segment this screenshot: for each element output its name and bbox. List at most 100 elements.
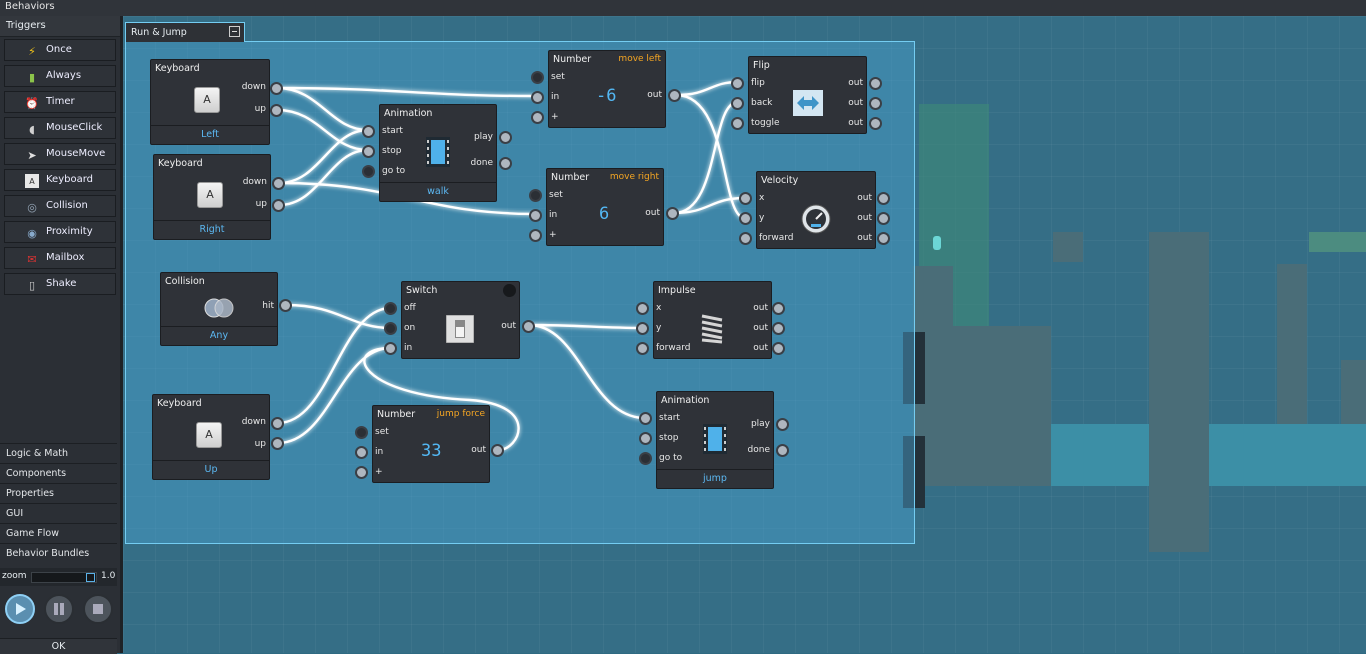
- triggers-header[interactable]: Triggers: [0, 16, 120, 37]
- category-gui[interactable]: GUI: [0, 503, 117, 522]
- output-port[interactable]: [270, 104, 283, 117]
- input-port[interactable]: [529, 209, 542, 222]
- number-jump-force-node[interactable]: Number jump force set in + 33 out: [372, 405, 490, 483]
- output-port[interactable]: [666, 207, 679, 220]
- keyboard-up-node[interactable]: Keyboard down up A Up: [152, 394, 270, 480]
- trigger-item-shake[interactable]: ▯Shake: [4, 273, 116, 295]
- input-port[interactable]: [639, 432, 652, 445]
- input-port[interactable]: [636, 342, 649, 355]
- output-port[interactable]: [522, 320, 535, 333]
- input-port[interactable]: [384, 302, 397, 315]
- stop-button[interactable]: [83, 594, 113, 624]
- output-port[interactable]: [491, 444, 504, 457]
- input-port[interactable]: [731, 77, 744, 90]
- output-port[interactable]: [869, 97, 882, 110]
- output-port[interactable]: [271, 437, 284, 450]
- velocity-node[interactable]: Velocity x y forward out out out: [756, 171, 876, 249]
- ok-button[interactable]: OK: [0, 638, 117, 654]
- collision-node[interactable]: Collision hit Any: [160, 272, 278, 346]
- zoom-slider-handle[interactable]: [86, 573, 95, 582]
- input-port[interactable]: [362, 165, 375, 178]
- node-footer[interactable]: jump: [703, 473, 727, 484]
- output-port[interactable]: [272, 199, 285, 212]
- node-footer[interactable]: walk: [427, 186, 449, 197]
- number-value[interactable]: -6: [596, 86, 617, 106]
- impulse-node[interactable]: Impulse x y forward out out out: [653, 281, 772, 359]
- behaviors-menu[interactable]: Behaviors: [5, 1, 55, 12]
- output-port[interactable]: [499, 157, 512, 170]
- output-port[interactable]: [776, 444, 789, 457]
- trigger-item-mouseclick[interactable]: ◖MouseClick: [4, 117, 116, 139]
- input-port[interactable]: [636, 302, 649, 315]
- output-port[interactable]: [499, 131, 512, 144]
- number-move-right-node[interactable]: Number move right set in + 6 out: [546, 168, 664, 246]
- output-port[interactable]: [869, 77, 882, 90]
- input-port[interactable]: [529, 189, 542, 202]
- input-port[interactable]: [384, 342, 397, 355]
- output-port[interactable]: [877, 192, 890, 205]
- output-port[interactable]: [271, 417, 284, 430]
- input-port[interactable]: [355, 446, 368, 459]
- number-value[interactable]: 33: [421, 441, 442, 461]
- input-port[interactable]: [531, 111, 544, 124]
- zoom-slider[interactable]: [31, 572, 97, 583]
- input-port[interactable]: [384, 322, 397, 335]
- output-port[interactable]: [877, 232, 890, 245]
- node-footer[interactable]: Right: [199, 224, 225, 235]
- node-tag[interactable]: move right: [609, 172, 659, 182]
- play-button[interactable]: [5, 594, 35, 624]
- output-port[interactable]: [270, 82, 283, 95]
- graph-tab[interactable]: Run & Jump: [125, 22, 245, 42]
- output-port[interactable]: [772, 302, 785, 315]
- output-port[interactable]: [772, 342, 785, 355]
- input-port[interactable]: [362, 125, 375, 138]
- category-components[interactable]: Components: [0, 463, 117, 482]
- input-port[interactable]: [529, 229, 542, 242]
- flip-node[interactable]: Flip flip back toggle out out out: [748, 56, 867, 134]
- node-footer[interactable]: Up: [204, 464, 218, 475]
- input-port[interactable]: [531, 71, 544, 84]
- input-port[interactable]: [739, 192, 752, 205]
- input-port[interactable]: [739, 212, 752, 225]
- category-behavior-bundles[interactable]: Behavior Bundles: [0, 543, 117, 562]
- input-port[interactable]: [362, 145, 375, 158]
- node-tag[interactable]: move left: [618, 54, 661, 64]
- input-port[interactable]: [739, 232, 752, 245]
- input-port[interactable]: [355, 426, 368, 439]
- category-game-flow[interactable]: Game Flow: [0, 523, 117, 542]
- output-port[interactable]: [869, 117, 882, 130]
- input-port[interactable]: [639, 452, 652, 465]
- category-logic-math[interactable]: Logic & Math: [0, 443, 117, 462]
- keyboard-left-node[interactable]: Keyboard down up A Left: [150, 59, 270, 145]
- node-footer[interactable]: Any: [209, 330, 229, 341]
- trigger-item-once[interactable]: ⚡Once: [4, 39, 116, 61]
- trigger-item-timer[interactable]: ⏰Timer: [4, 91, 116, 113]
- input-port[interactable]: [731, 117, 744, 130]
- node-footer[interactable]: Left: [201, 129, 219, 140]
- output-port[interactable]: [772, 322, 785, 335]
- trigger-item-mailbox[interactable]: ✉Mailbox: [4, 247, 116, 269]
- output-port[interactable]: [272, 177, 285, 190]
- trigger-item-always[interactable]: ▮Always: [4, 65, 116, 87]
- input-port[interactable]: [531, 91, 544, 104]
- pause-button[interactable]: [44, 594, 74, 624]
- output-port[interactable]: [877, 212, 890, 225]
- switch-node[interactable]: Switch off on in out: [401, 281, 520, 359]
- category-properties[interactable]: Properties: [0, 483, 117, 502]
- animation-walk-node[interactable]: Animation start stop go to play done wal…: [379, 104, 497, 202]
- input-port[interactable]: [731, 97, 744, 110]
- input-port[interactable]: [639, 412, 652, 425]
- minimize-icon[interactable]: [229, 26, 240, 37]
- trigger-item-mousemove[interactable]: ➤MouseMove: [4, 143, 116, 165]
- input-port[interactable]: [636, 322, 649, 335]
- trigger-item-proximity[interactable]: ◉Proximity: [4, 221, 116, 243]
- trigger-item-collision[interactable]: ◎Collision: [4, 195, 116, 217]
- node-tag[interactable]: jump force: [436, 409, 485, 419]
- number-move-left-node[interactable]: Number move left set in + -6 out: [548, 50, 666, 128]
- output-port[interactable]: [279, 299, 292, 312]
- output-port[interactable]: [668, 89, 681, 102]
- keyboard-right-node[interactable]: Keyboard down up A Right: [153, 154, 271, 240]
- animation-jump-node[interactable]: Animation start stop go to play done jum…: [656, 391, 774, 489]
- input-port[interactable]: [355, 466, 368, 479]
- output-port[interactable]: [776, 418, 789, 431]
